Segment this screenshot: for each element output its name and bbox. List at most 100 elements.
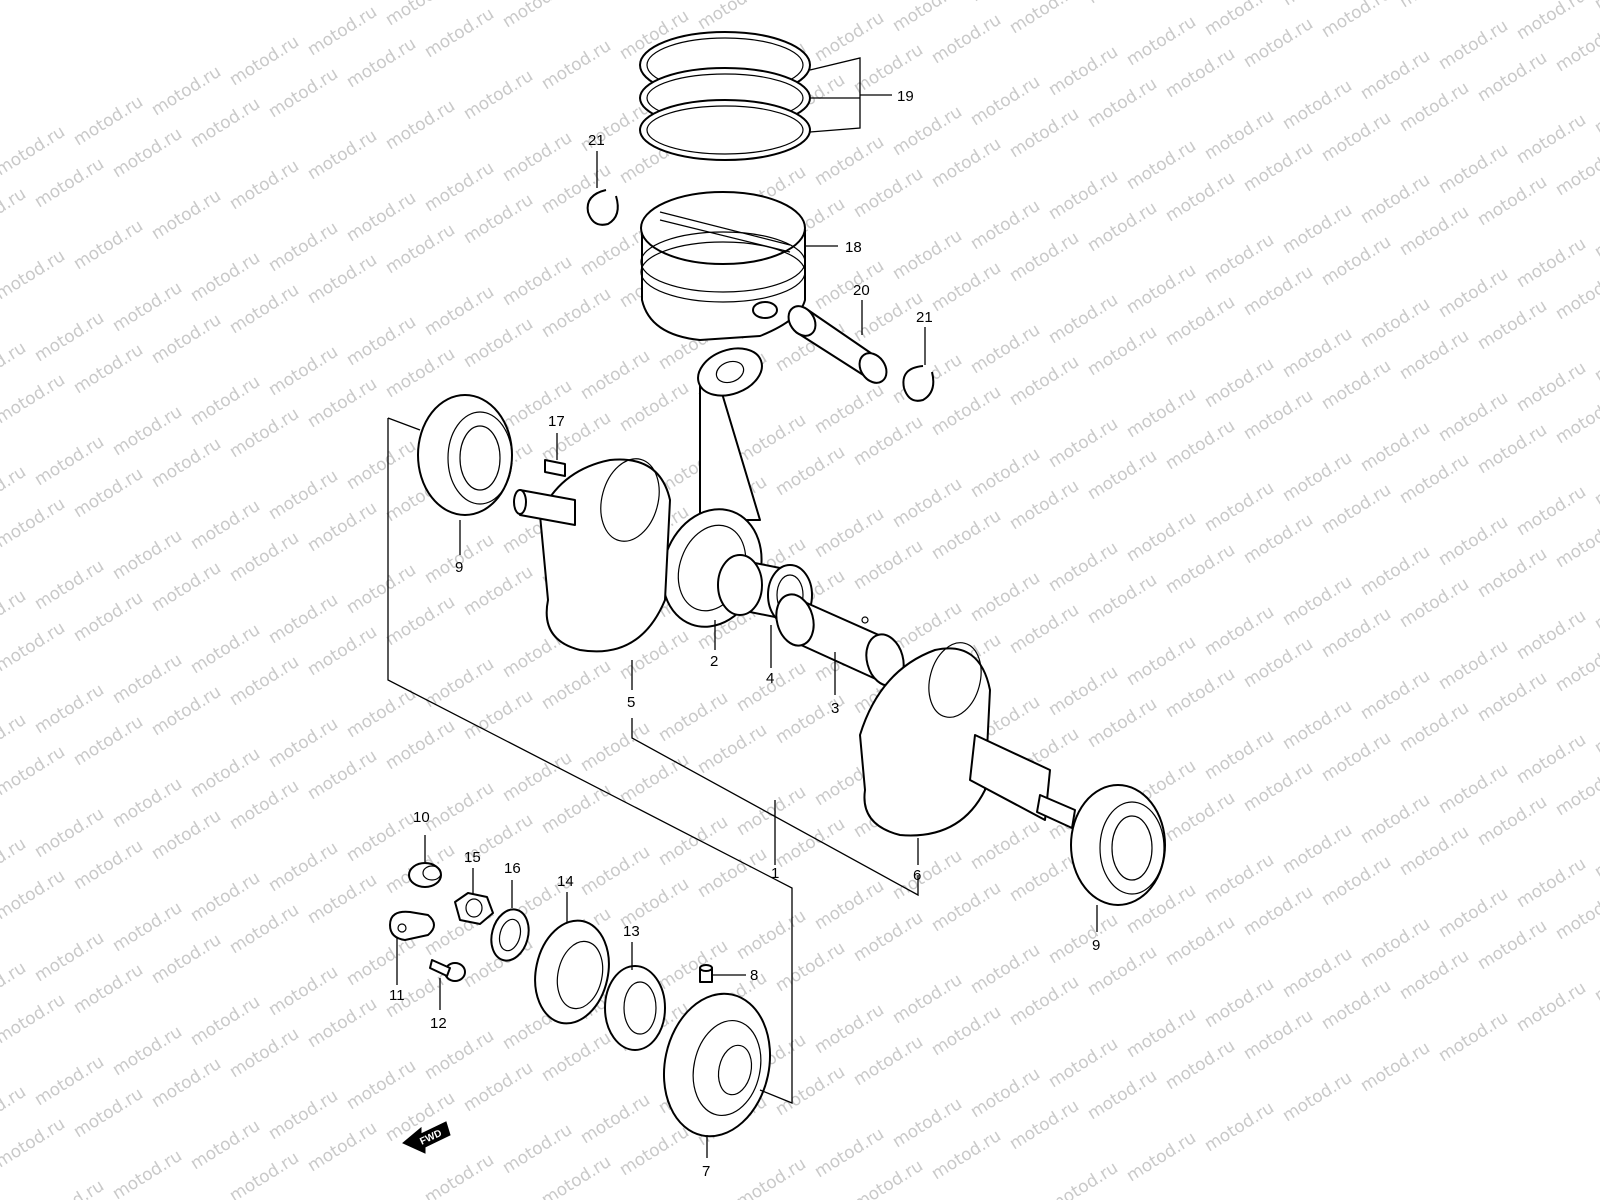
watermark-text: motod.ru: [265, 342, 342, 400]
watermark-text: motod.ru: [1084, 198, 1161, 256]
callout-18: 18: [845, 239, 862, 256]
watermark-text: motod.ru: [1240, 262, 1317, 320]
watermark-text: motod.ru: [1006, 600, 1083, 658]
watermark-text: motod.ru: [1396, 698, 1473, 756]
watermark-text: motod.ru: [967, 940, 1044, 998]
watermark-text: motod.ru: [1240, 634, 1317, 692]
watermark-text: motod.ru: [1357, 46, 1434, 104]
callout-13: 13: [623, 923, 640, 940]
watermark-text: motod.ru: [421, 158, 498, 216]
main-bearing-right: [1070, 784, 1166, 906]
watermark-text: motod.ru: [343, 808, 420, 866]
watermark-text: motod.ru: [70, 340, 147, 398]
callout-19: 19: [897, 88, 914, 105]
watermark-text: motod.ru: [1084, 570, 1161, 628]
watermark-text: motod.ru: [811, 132, 888, 190]
watermark-text: motod.ru: [0, 246, 69, 304]
assembly-bracket-lines: [387, 417, 919, 1104]
watermark-text: motod.ru: [0, 338, 30, 396]
watermark-text: motod.ru: [928, 506, 1005, 564]
watermark-text: motod.ru: [1396, 946, 1473, 1004]
watermark-text: motod.ru: [265, 714, 342, 772]
watermark-text: motod.ru: [1513, 978, 1590, 1036]
watermark-text: motod.ru: [0, 462, 30, 520]
watermark-text: motod.ru: [265, 590, 342, 648]
watermark-text: motod.ru: [265, 466, 342, 524]
watermark-text: motod.ru: [70, 464, 147, 522]
watermark-text: motod.ru: [1201, 354, 1278, 412]
watermark-text: motod.ru: [499, 252, 576, 310]
watermark-text: motod.ru: [733, 410, 810, 468]
watermark-text: motod.ru: [1201, 478, 1278, 536]
watermark-text: motod.ru: [1084, 694, 1161, 752]
watermark-text: motod.ru: [382, 592, 459, 650]
watermark-text: motod.ru: [967, 320, 1044, 378]
watermark-text: motod.ru: [460, 686, 537, 744]
watermark-text: motod.ru: [616, 378, 693, 436]
watermark-text: motod.ru: [577, 346, 654, 404]
watermark-text: motod.ru: [460, 190, 537, 248]
watermark-text: motod.ru: [1240, 1006, 1317, 1064]
watermark-text: motod.ru: [928, 258, 1005, 316]
callout-5: 5: [627, 694, 635, 711]
watermark-text: motod.ru: [31, 432, 108, 490]
watermark-text: motod.ru: [1201, 974, 1278, 1032]
watermark-text: motod.ru: [70, 960, 147, 1018]
watermark-text: motod.ru: [1123, 1004, 1200, 1062]
watermark-text: motod.ru: [1474, 544, 1551, 602]
watermark-text: motod.ru: [1591, 824, 1600, 882]
watermark-text: motod.ru: [304, 250, 381, 308]
watermark-text: motod.ru: [499, 1120, 576, 1178]
watermark-text: motod.ru: [1513, 854, 1590, 912]
watermark-text: motod.ru: [70, 92, 147, 150]
watermark-text: motod.ru: [187, 372, 264, 430]
callout-labels: 19 21 18 20 21 17 9 2 4 5 3 10 1 6 15 16…: [389, 88, 1100, 1180]
watermark-text: motod.ru: [1279, 1068, 1356, 1126]
watermark-text: motod.ru: [343, 684, 420, 742]
watermark-text: motod.ru: [1123, 136, 1200, 194]
watermark-text: motod.ru: [226, 280, 303, 338]
watermark-text: motod.ru: [577, 842, 654, 900]
watermark-text: motod.ru: [577, 0, 654, 2]
watermark-text: motod.ru: [70, 216, 147, 274]
watermark-text: motod.ru: [226, 1148, 303, 1200]
watermark-text: motod.ru: [1240, 882, 1317, 940]
watermark-text: motod.ru: [187, 744, 264, 802]
watermark-text: motod.ru: [1045, 166, 1122, 224]
callout-6: 6: [913, 867, 921, 884]
watermark-text: motod.ru: [1396, 822, 1473, 880]
watermark-text: motod.ru: [1045, 538, 1122, 596]
watermark-text: motod.ru: [109, 650, 186, 708]
watermark-text: motod.ru: [0, 586, 30, 644]
watermark-text: motod.ru: [421, 778, 498, 836]
watermark-text: motod.ru: [109, 898, 186, 956]
watermark-text: motod.ru: [1318, 480, 1395, 538]
watermark-text: motod.ru: [382, 220, 459, 278]
gear-7: [662, 992, 772, 1138]
watermark-text: motod.ru: [1279, 820, 1356, 878]
watermark-text: motod.ru: [1357, 790, 1434, 848]
watermark-text: motod.ru: [1552, 638, 1600, 696]
watermark-text: motod.ru: [343, 188, 420, 246]
watermark-text: motod.ru: [928, 134, 1005, 192]
watermark-text: motod.ru: [343, 560, 420, 618]
callout-21-left: 21: [588, 132, 605, 149]
callout-20: 20: [853, 282, 870, 299]
bearing-13: [604, 965, 666, 1051]
watermark-text: motod.ru: [538, 1152, 615, 1200]
watermark-text: motod.ru: [226, 32, 303, 90]
nut-15: [454, 892, 494, 925]
watermark-text: motod.ru: [577, 1090, 654, 1148]
watermark-text: motod.ru: [226, 652, 303, 710]
crank-web-left: [513, 458, 671, 653]
watermark-text: motod.ru: [31, 308, 108, 366]
callout-9-right: 9: [1092, 937, 1100, 954]
watermark-text: motod.ru: [850, 1032, 927, 1090]
watermark-text: motod.ru: [616, 1122, 693, 1180]
watermark-text: motod.ru: [928, 1002, 1005, 1060]
watermark-text: motod.ru: [616, 750, 693, 808]
watermark-text: motod.ru: [811, 876, 888, 934]
watermark-text: motod.ru: [109, 774, 186, 832]
watermark-text: motod.ru: [1123, 384, 1200, 442]
watermark-text: motod.ru: [31, 1176, 108, 1200]
